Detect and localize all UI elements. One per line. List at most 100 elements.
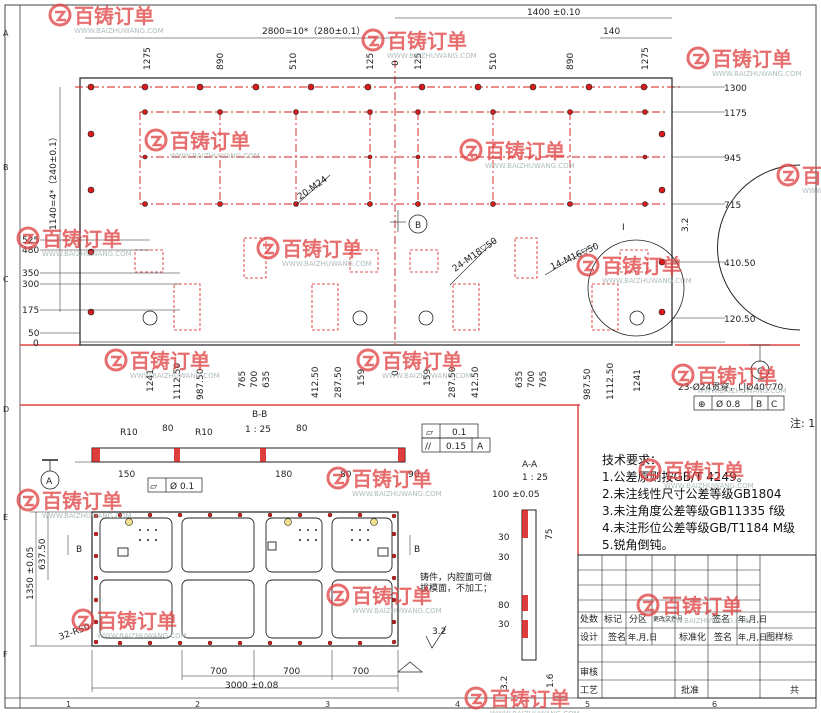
row-label-b: B — [3, 163, 9, 172]
tb-header-3: 更改文件号 — [653, 615, 683, 623]
svg-text:WWW.BAIZHUWANG.COM: WWW.BAIZHUWANG.COM — [664, 482, 754, 490]
section-aa-title: A-A — [522, 460, 538, 470]
svg-text:WWW.BAIZHUWANG.COM: WWW.BAIZHUWANG.COM — [130, 372, 220, 380]
dim-top-125-left: 125 — [366, 53, 376, 70]
aa-30-a: 30 — [498, 533, 510, 543]
dim-1400: 1400 ±0.10 — [527, 8, 581, 18]
svg-text:百铸订单: 百铸订单 — [664, 459, 744, 483]
dim-bottom-1112-l: 1112.50 — [173, 363, 183, 400]
tb-header-0: 处数 — [580, 613, 598, 625]
dim-bottom-159-l: 159 — [357, 369, 367, 386]
tb-row2-3: 标准化 — [679, 631, 706, 643]
detail-i-label: I — [622, 223, 625, 233]
tb-row2-5: 年,月,日 — [738, 632, 767, 642]
dim-bottom-765-r: 765 — [539, 371, 549, 388]
svg-text:百铸订单: 百铸订单 — [130, 349, 210, 373]
dim-left-480: 480 — [22, 246, 39, 256]
dim-top-0: 0 — [391, 60, 401, 66]
pos-symbol: ⊕ — [698, 400, 706, 410]
bv-section-b-right: B — [414, 545, 420, 555]
tb-process: 工艺 — [580, 685, 598, 696]
pos-datum-c: C — [771, 400, 777, 410]
tb-review: 审核 — [580, 666, 598, 678]
tb-header-2: 分区 — [629, 614, 647, 625]
aa-1-6: 1.6 — [546, 673, 556, 688]
dim-bottom-0: 0 — [391, 370, 401, 376]
position-tolerance-frame: ⊕ Ø 0.8 B C — [693, 395, 785, 411]
svg-text:WWW.BAIZHUWANG.COM: WWW.BAIZHUWANG.COM — [387, 52, 477, 60]
bb-150: 150 — [118, 470, 135, 480]
svg-text:百铸订单: 百铸订单 — [42, 227, 122, 251]
dim-right-1300: 1300 — [724, 84, 747, 94]
bv-section-b-left: B — [76, 545, 82, 555]
datum-a-label: A — [46, 477, 53, 487]
svg-text:百铸订单: 百铸订单 — [42, 489, 122, 513]
bb-180: 180 — [275, 470, 292, 480]
dim-bottom-412-l: 412.50 — [311, 366, 321, 398]
tb-header-1: 标记 — [604, 613, 622, 625]
tech-req-title: 技术要求： — [602, 453, 662, 467]
svg-text:WWW.BAIZHUWANG.COM: WWW.BAIZHUWANG.COM — [352, 607, 442, 615]
bv-637: 637.50 — [38, 538, 48, 570]
dim-left-300: 300 — [22, 280, 39, 290]
section-aa: A-A 1 : 25 100 ±0.05 75 30 30 80 30 1.6 … — [492, 460, 556, 690]
title-block: 处数 标记 分区 更改文件号 签名 年,月,日 设计 签名 年,月,日 标准化 … — [577, 554, 817, 699]
svg-text:百铸订单: 百铸订单 — [74, 4, 154, 28]
svg-text:WWW.BAIZHUWANG.COM: WWW.BAIZHUWANG.COM — [802, 187, 821, 195]
svg-text:WWW.BAIZHUWANG.COM: WWW.BAIZHUWANG.COM — [42, 512, 132, 520]
dim-bottom-635-r: 635 — [515, 371, 525, 388]
svg-text:百铸订单: 百铸订单 — [602, 254, 682, 278]
aa-100: 100 ±0.05 — [492, 490, 540, 500]
bb-tolerance-frame: ▱ 0.1 // 0.15 A — [421, 423, 491, 453]
datum-c-label: C — [757, 367, 763, 377]
svg-text:WWW.BAIZHUWANG.COM: WWW.BAIZHUWANG.COM — [662, 617, 752, 625]
svg-text:WWW.BAIZHUWANG.COM: WWW.BAIZHUWANG.COM — [74, 27, 164, 35]
dim-bottom-1112-r: 1112.50 — [606, 363, 616, 400]
svg-text:WWW.BAIZHUWANG.COM: WWW.BAIZHUWANG.COM — [712, 70, 802, 78]
tb-right-0: 图样标 — [766, 631, 793, 643]
tech-req-2: 2.未注线性尺寸公差等级GB1804 — [602, 486, 782, 501]
dim-bottom-700-r: 700 — [527, 371, 537, 388]
tb-row2-0: 设计 — [580, 631, 598, 643]
dim-left-350: 350 — [22, 269, 39, 279]
tb-header-5: 年,月,日 — [738, 614, 767, 624]
svg-text:百铸订单: 百铸订单 — [485, 139, 565, 163]
svg-text:百铸订单: 百铸订单 — [382, 349, 462, 373]
svg-text:百铸订单: 百铸订单 — [662, 594, 742, 618]
tol-par-value: 0.15 — [446, 442, 466, 452]
bv-700-c: 700 — [352, 667, 369, 677]
aa-30-b: 30 — [498, 553, 510, 563]
section-bb-scale: 1 : 25 — [245, 425, 271, 435]
svg-text:百铸订单: 百铸订单 — [387, 29, 467, 53]
section-bb-title: B-B — [252, 410, 267, 420]
dim-bottom-412-r: 412.50 — [471, 366, 481, 398]
col-label-3: 3 — [325, 700, 330, 709]
row-label-f: F — [3, 650, 8, 659]
svg-text:WWW.BAIZHUWANG.COM: WWW.BAIZHUWANG.COM — [170, 152, 260, 160]
svg-text:百铸订单: 百铸订单 — [352, 584, 432, 608]
svg-text:WWW.BAIZHUWANG.COM: WWW.BAIZHUWANG.COM — [697, 387, 787, 395]
bv-roughness: 3.2 — [432, 627, 446, 637]
tol-par-datum: A — [477, 442, 484, 452]
svg-text:WWW.BAIZHUWANG.COM: WWW.BAIZHUWANG.COM — [382, 372, 472, 380]
hole-callout: 23-Ø24贯穿，L|Ø40▽70 — [678, 381, 783, 393]
roughness-3-2-top: 3.2 — [681, 218, 691, 232]
col-label-5: 5 — [585, 700, 590, 709]
svg-text:百铸订单: 百铸订单 — [697, 364, 777, 388]
dim-bottom-765-l: 765 — [238, 371, 248, 388]
dim-top-510-left: 510 — [289, 53, 299, 70]
dim-bottom-159-r: 159 — [423, 369, 433, 386]
